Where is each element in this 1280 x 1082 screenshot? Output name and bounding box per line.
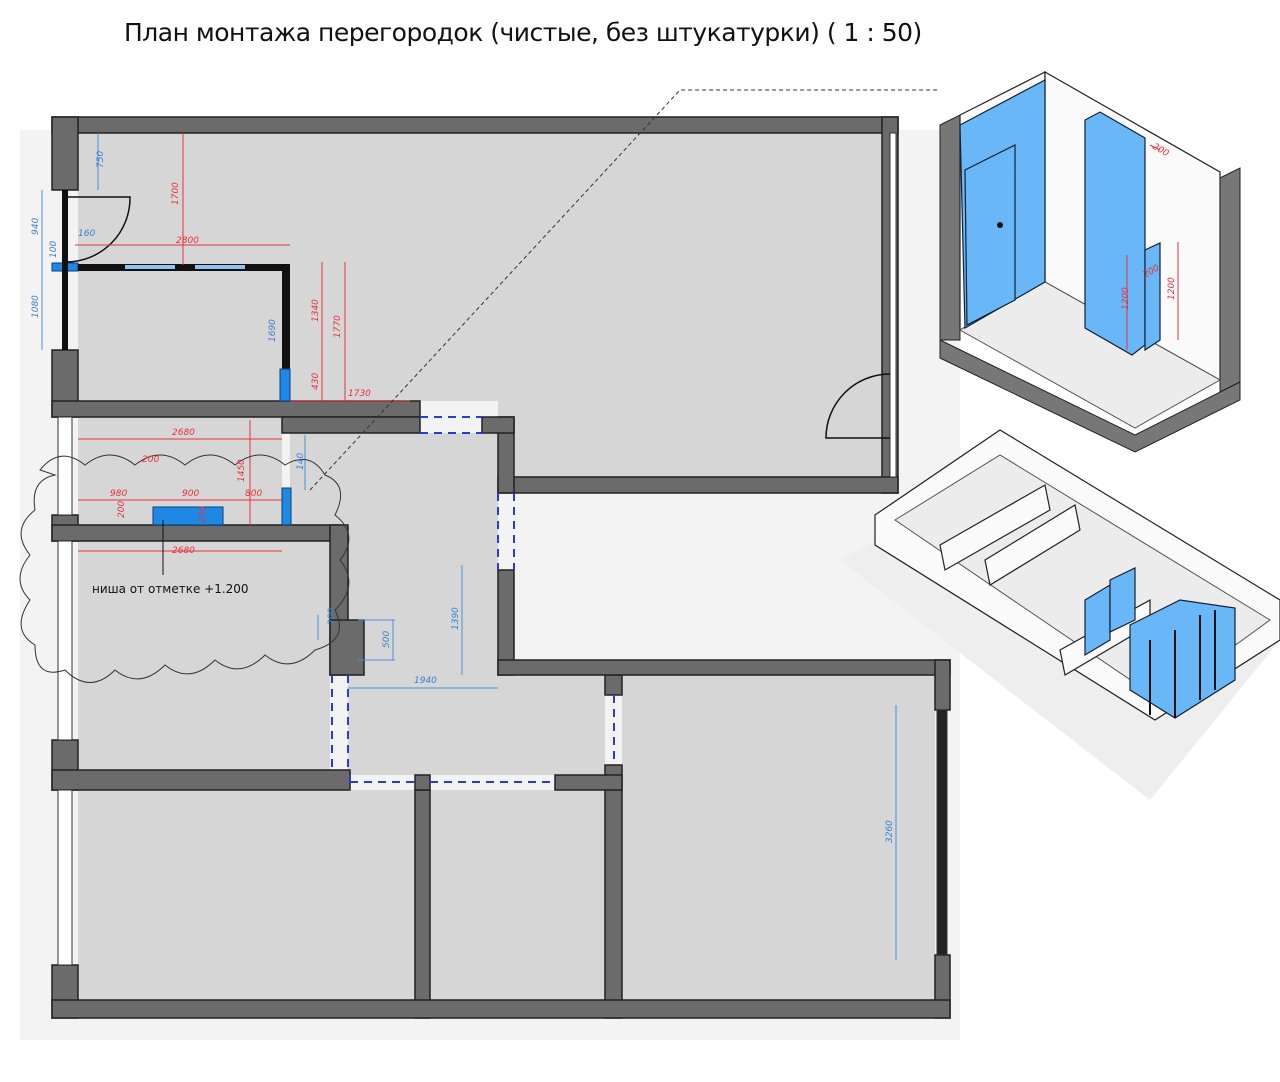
drawing-title: План монтажа перегородок (чистые, без шт… [124,18,922,47]
dim-label: 3260 [885,820,895,843]
dim-label: 200 [117,501,127,518]
dim-label: 1390 [451,607,461,630]
dim-label: 1940 [414,676,437,686]
living-door-swing[interactable] [825,373,891,439]
dim-label: 160 [78,229,95,239]
niche-note: ниша от отметке +1.200 [92,582,249,596]
dim-label: 980 [110,489,127,499]
windows [57,132,948,966]
iso-detail-view: 200 200 1200 1200 [939,70,1241,453]
dim-label: 250 [198,506,208,523]
room-bedroom-1 [78,541,330,770]
dimension-lines [41,133,897,960]
dim-label: 1080 [31,295,41,318]
door-handle-icon [997,222,1003,228]
room-corridor [348,675,605,775]
dim-label: 500 [382,631,392,648]
dim-label: 2680 [172,428,195,438]
iso-dim-label: 1200 [1121,287,1131,310]
dim-label: 1340 [311,299,321,322]
dim-label: 800 [245,489,262,499]
room-bath [430,790,605,1000]
dim-label: 430 [311,373,321,390]
dim-label: 2680 [172,546,195,556]
iso-apartment-view [840,429,1280,800]
dim-label: 1690 [268,319,278,342]
dimension-labels: 750 1700 940 160 100 2800 1080 1690 1340… [31,151,895,843]
revision-cloud [19,454,350,683]
dim-label: 200 [142,455,159,465]
room-bedroom-2 [78,790,415,1000]
dim-label: 1450 [237,459,247,482]
entrance-door-swing[interactable] [65,196,131,263]
dim-label: 140 [296,453,306,470]
dim-label: 900 [182,489,199,499]
dim-label: 100 [49,241,59,258]
dim-label: 200 [327,608,337,625]
dim-label: 750 [96,151,106,168]
dim-label: 1770 [333,315,343,338]
openings [331,416,615,790]
iso-dim-label: 1200 [1167,277,1177,300]
dim-label: 1730 [348,389,371,399]
dim-label: 1700 [171,182,181,205]
dim-label: 940 [31,218,41,235]
dim-label: 2800 [176,236,199,246]
room-living-ext [498,401,882,477]
partitions [51,190,292,526]
room-bedroom-3 [622,675,935,1000]
